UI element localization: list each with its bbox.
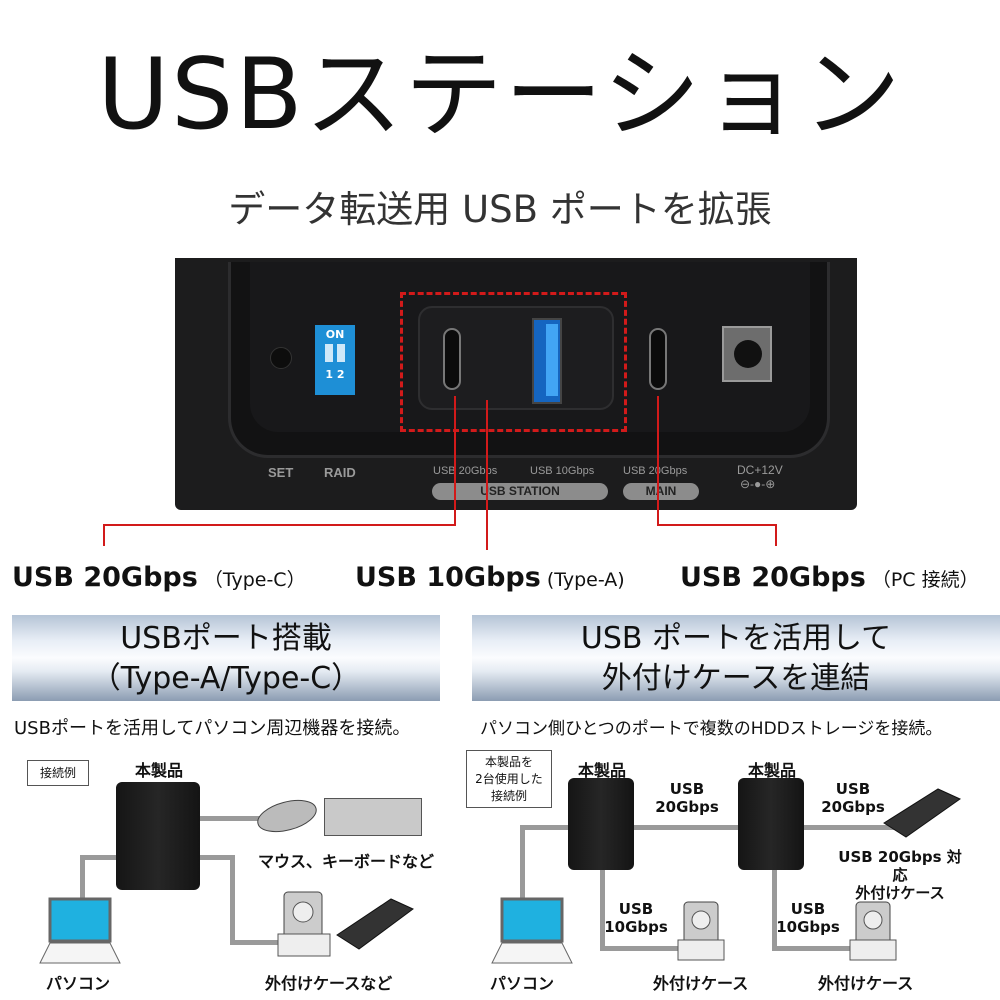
usb-station-highlight	[400, 292, 627, 432]
usb-station-plate	[418, 306, 614, 410]
cable	[520, 825, 570, 830]
case-label: 外付けケースなど	[265, 974, 393, 993]
callout-usb-a-station: USB 10Gbps(Type-A)	[355, 560, 625, 598]
raid-label: RAID	[324, 465, 356, 480]
dc-polarity: ⊖-●-⊕	[740, 477, 776, 491]
usb-station-pill: USB STATION	[432, 483, 608, 500]
pc-label: パソコン	[46, 974, 111, 993]
peripherals-label: マウス、キーボードなど	[258, 852, 435, 871]
left-section-heading: USBポート搭載 （Type-A/Type-C）	[12, 615, 440, 701]
hdd-dock-icon	[849, 901, 897, 961]
callout-type: （PC 接続）	[871, 569, 979, 591]
page-subtitle: データ転送用 USB ポートを拡張	[228, 188, 772, 231]
heading-line-1: USBポート搭載	[120, 621, 332, 656]
cable	[200, 855, 235, 860]
callout-type: （Type-C）	[203, 569, 306, 591]
callout-speed: USB 20Gbps	[12, 562, 198, 593]
usb-c-port-main	[649, 328, 667, 390]
port2-label: USB 10Gbps	[530, 465, 595, 477]
leader-line-1	[454, 396, 456, 526]
leader-line-3-drop	[775, 524, 777, 546]
leader-line-3	[657, 396, 659, 526]
product-label: 本製品	[135, 761, 184, 780]
callout-speed: USB 10Gbps	[355, 562, 541, 593]
hdd-dock-icon	[277, 891, 331, 957]
usb-c-port-station	[443, 328, 461, 390]
cable	[772, 870, 777, 950]
hdd-dock-icon	[677, 901, 725, 961]
box-line: 接続例	[490, 789, 527, 803]
product-label-2: 本製品	[748, 761, 797, 780]
callout-usb-c-main: USB 20Gbps（PC 接続）	[680, 560, 979, 598]
dc-jack	[722, 326, 772, 382]
cable	[230, 940, 280, 945]
case-label-1: 外付けケース	[653, 974, 749, 993]
main-pill: MAIN	[623, 483, 699, 500]
laptop-icon	[39, 897, 121, 964]
mouse-icon	[257, 799, 317, 833]
dip-numbers: 1 2	[325, 368, 345, 381]
ssd-case-icon	[883, 788, 962, 838]
leader-line-1-h	[103, 524, 456, 526]
box-line: 2台使用した	[475, 772, 543, 786]
product-label-1: 本製品	[578, 761, 627, 780]
set-button	[270, 347, 292, 369]
example-box: 接続例	[27, 760, 89, 786]
cable	[630, 825, 740, 830]
port1-label: USB 20Gbps	[433, 465, 498, 477]
leader-line-1-drop	[103, 524, 105, 546]
cable	[80, 855, 85, 900]
heading-line-2: 外付けケースを連結	[601, 661, 871, 696]
raid-dip-switch: ON 1 2	[315, 325, 355, 395]
cable	[200, 816, 260, 821]
ssd-case-label: USB 20Gbps 対応外付けケース	[838, 848, 962, 902]
dc-label: DC+12V	[737, 463, 783, 477]
right-description: パソコン側ひとつのポートで複数のHDDストレージを接続。	[480, 719, 943, 739]
pc-label: パソコン	[490, 974, 555, 993]
cable	[800, 825, 895, 830]
usb-a-port-station	[532, 318, 562, 404]
dip-on-label: ON	[325, 328, 345, 341]
heading-line-1: USB ポートを活用して	[580, 621, 892, 656]
leader-line-2	[486, 400, 488, 550]
leader-line-3-h	[657, 524, 777, 526]
right-section-heading: USB ポートを活用して 外付けケースを連結	[472, 615, 1000, 701]
product-device-icon-1	[568, 778, 634, 870]
cable	[230, 855, 235, 945]
laptop-icon	[491, 897, 573, 964]
callout-usb-c-station: USB 20Gbps（Type-C）	[12, 560, 306, 598]
cable	[772, 946, 852, 951]
ssd-case-icon	[336, 898, 414, 950]
example-box-two-units: 本製品を 2台使用した 接続例	[466, 750, 552, 808]
case-label-2: 外付けケース	[818, 974, 914, 993]
box-line: 本製品を	[484, 755, 533, 769]
set-label: SET	[268, 465, 294, 480]
callout-type: (Type-A)	[546, 569, 625, 591]
product-device-icon-2	[738, 778, 804, 870]
cable	[80, 855, 120, 860]
cable	[600, 946, 680, 951]
keyboard-icon	[324, 798, 422, 836]
callout-speed: USB 20Gbps	[680, 562, 866, 593]
cable	[520, 825, 525, 900]
page-title: USBステーション	[97, 38, 903, 152]
cable	[600, 870, 605, 950]
heading-line-2: （Type-A/Type-C）	[90, 661, 362, 696]
left-description: USBポートを活用してパソコン周辺機器を接続。	[14, 718, 411, 739]
port3-label: USB 20Gbps	[623, 465, 688, 477]
product-device-icon	[116, 782, 200, 890]
